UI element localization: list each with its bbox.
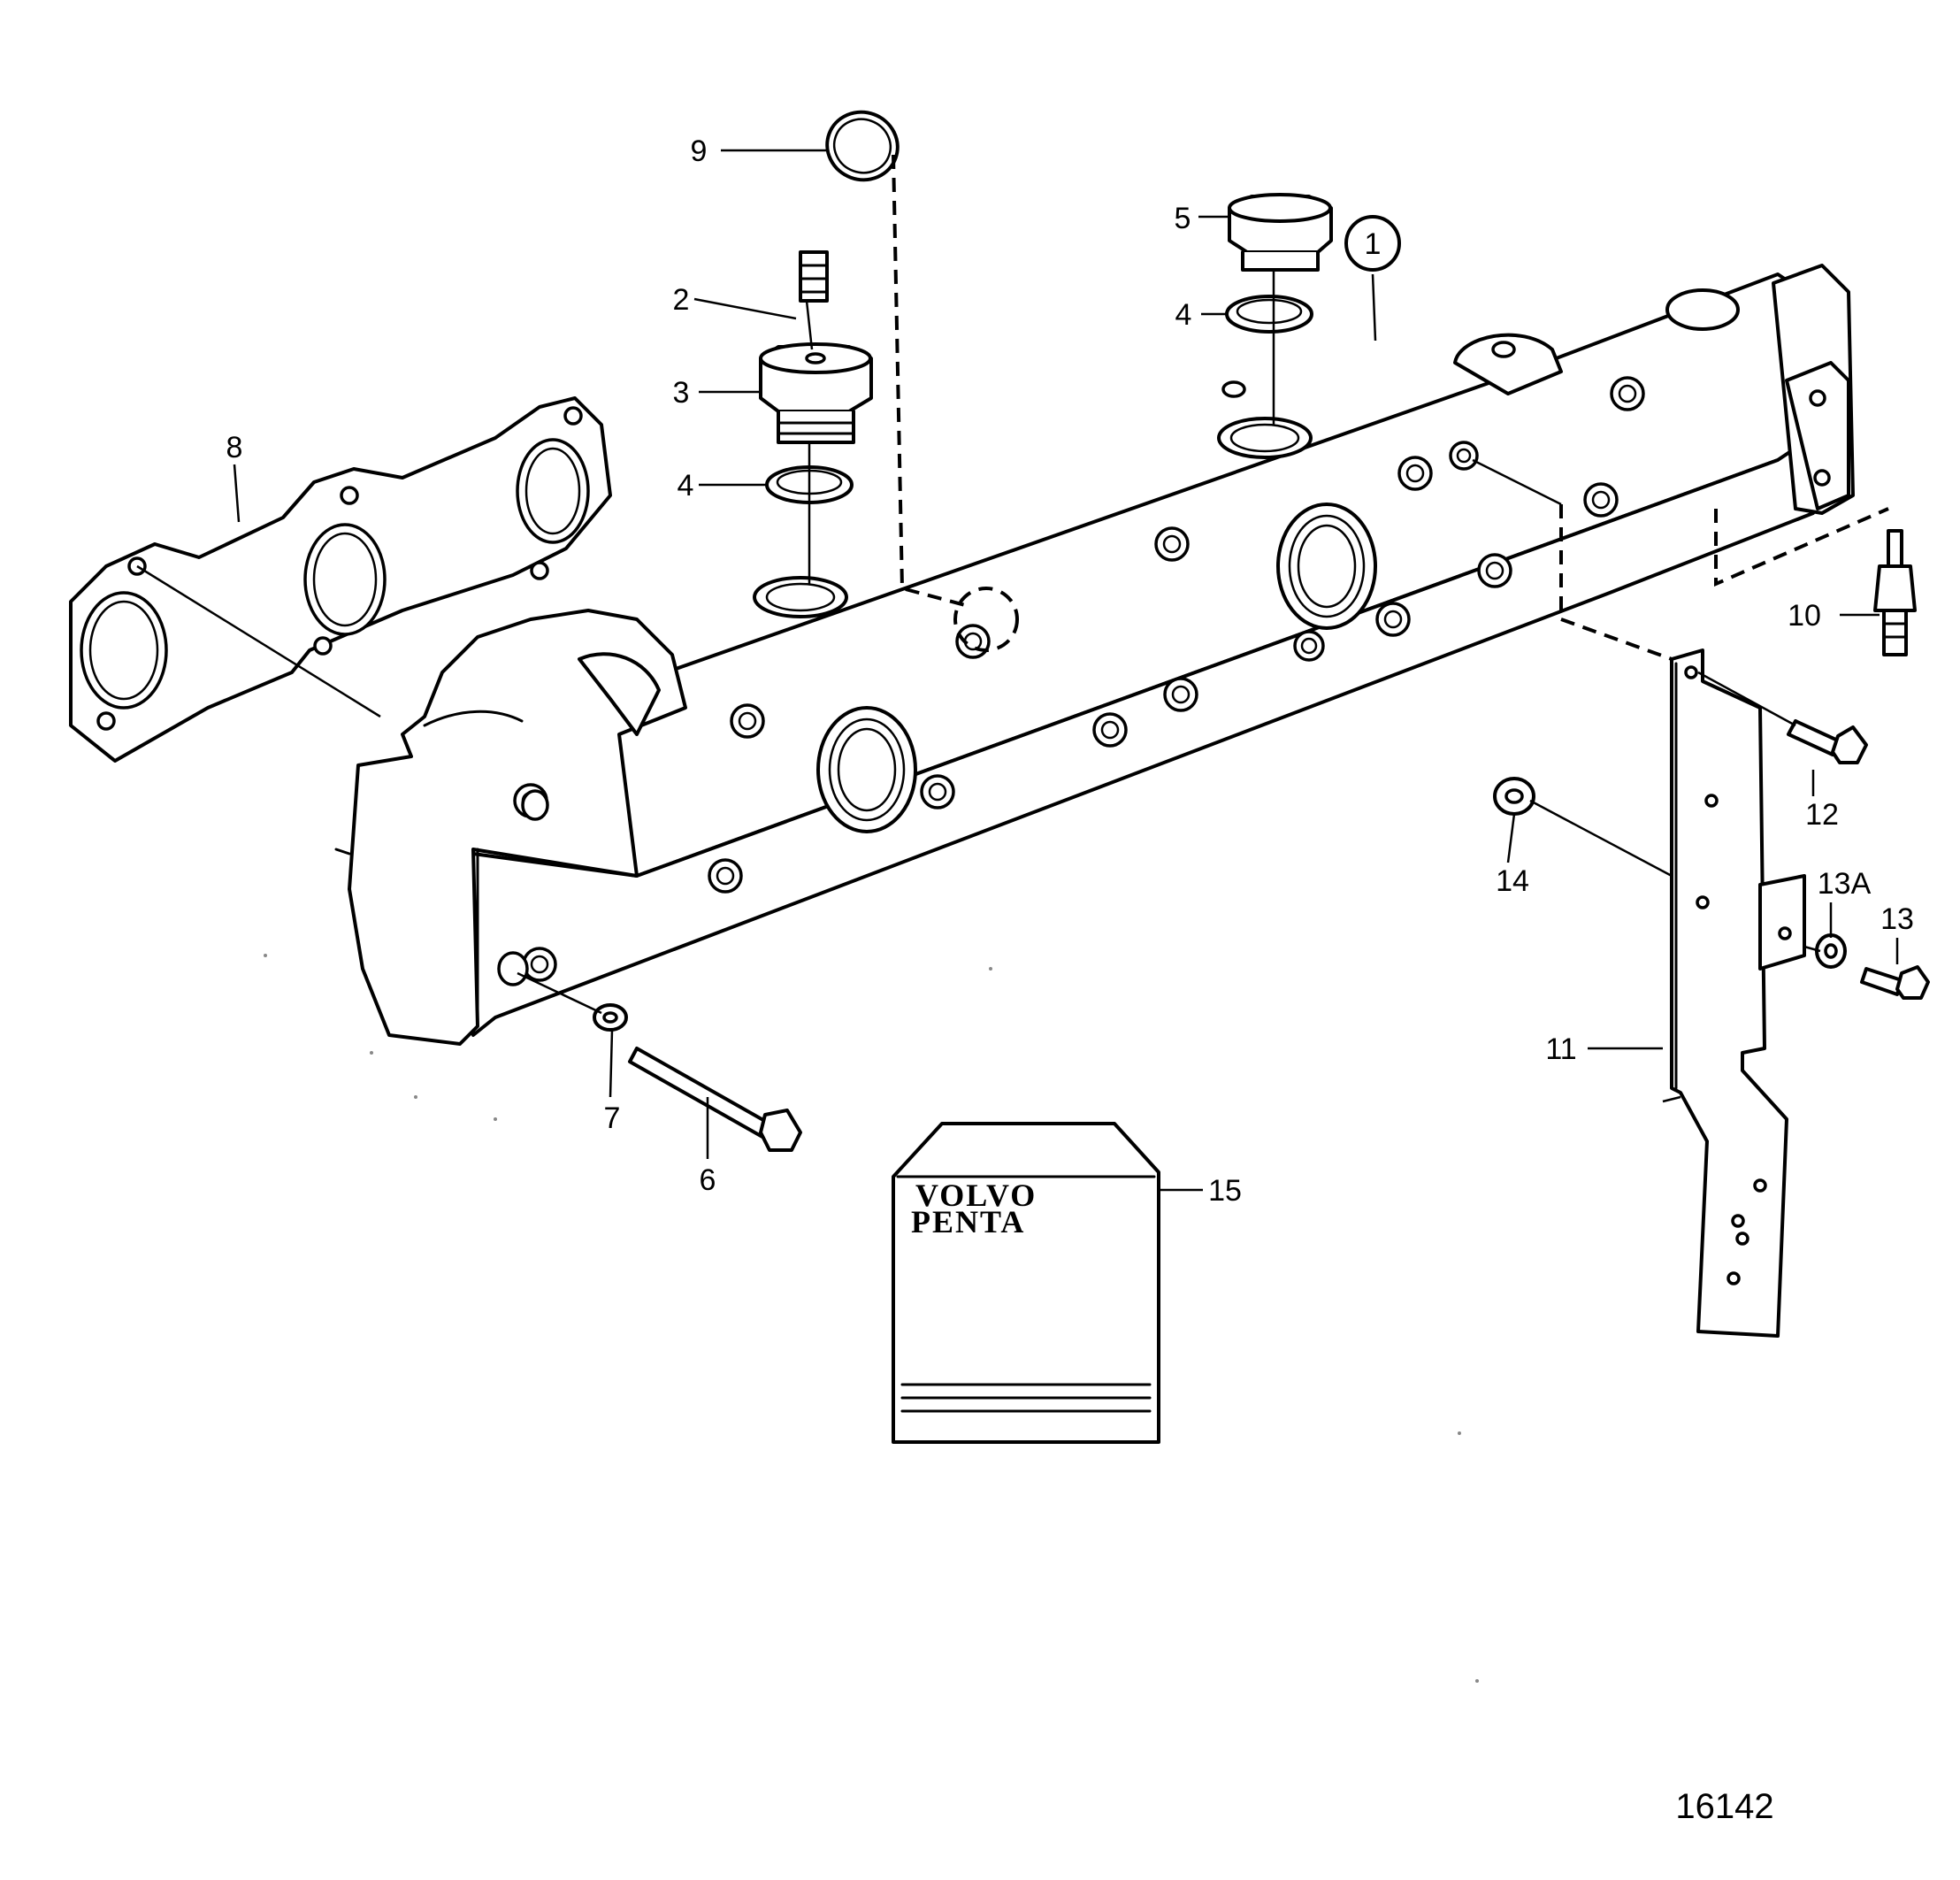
kit-brand-line1: VOLVO (915, 1178, 1037, 1213)
temperature-sensor (1873, 529, 1917, 656)
washer (593, 1003, 628, 1032)
callout-circle-1 (1344, 215, 1401, 272)
callout-15: 15 (1208, 1174, 1242, 1208)
callout-9: 9 (691, 134, 708, 168)
callout-leaders (233, 149, 1899, 1192)
callout-4-lower: 4 (678, 469, 694, 503)
figure-number: 16142 (1675, 1787, 1773, 1826)
kit-brand-line2: PENTA (911, 1204, 1025, 1239)
filler-cap (1228, 193, 1333, 272)
callout-10: 10 (1788, 599, 1821, 633)
callout-3: 3 (673, 376, 690, 410)
assembly-lines (136, 154, 1889, 1103)
callout-13: 13 (1880, 902, 1914, 936)
threaded-plug (759, 342, 873, 444)
callout-12: 12 (1805, 798, 1839, 832)
support-bracket (1670, 648, 1806, 1338)
sealing-ring (1225, 295, 1313, 334)
callout-labels: 1 2 3 4 4 5 6 7 8 9 10 11 12 13 13A 14 1… (226, 134, 1914, 1208)
callout-7: 7 (604, 1101, 621, 1135)
washer-13a (1815, 933, 1847, 969)
scan-specks (264, 954, 1479, 1683)
spacer (1493, 777, 1535, 816)
callout-4-upper: 4 (1175, 298, 1192, 332)
bracket-bolt-13 (1860, 965, 1930, 1000)
callout-11: 11 (1545, 1032, 1576, 1066)
bolt (628, 1047, 802, 1152)
manifold-gasket (69, 396, 612, 763)
callout-6: 6 (700, 1163, 716, 1197)
callout-14: 14 (1496, 864, 1529, 898)
o-ring (825, 110, 900, 182)
callout-1: 1 (1365, 227, 1382, 261)
gasket-kit-package: VOLVO PENTA (892, 1122, 1160, 1444)
callout-5: 5 (1175, 202, 1191, 235)
nipple (799, 250, 829, 303)
bracket-bolt (1787, 719, 1868, 764)
manifold-plugs (513, 376, 1645, 982)
callout-13a: 13A (1818, 867, 1872, 901)
exhaust-manifold (334, 264, 1855, 1046)
callout-2: 2 (673, 283, 690, 317)
callout-8: 8 (226, 431, 243, 464)
